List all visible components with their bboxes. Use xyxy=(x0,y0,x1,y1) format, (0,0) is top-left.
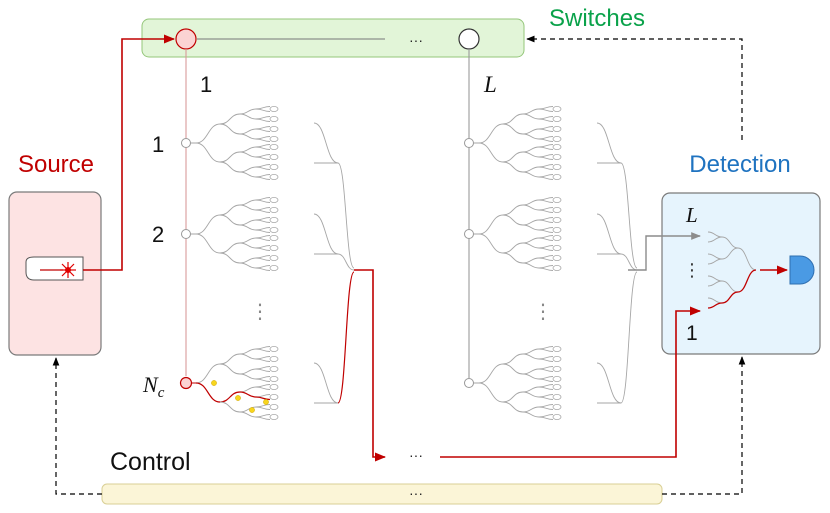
switch-bar xyxy=(141,18,525,58)
left-tree-array xyxy=(188,106,355,420)
detection-vdots: ⋮ xyxy=(683,260,701,280)
switch-1-label: 1 xyxy=(200,72,212,97)
control-label: Control xyxy=(110,448,191,476)
route-to-detection-line xyxy=(440,306,702,458)
laser-icon xyxy=(25,256,84,281)
control-bar xyxy=(101,483,663,505)
switches-label: Switches xyxy=(549,5,645,32)
left-port-2 xyxy=(181,229,191,239)
detection-box xyxy=(661,192,821,355)
switch-bar-dots: ··· xyxy=(409,32,423,48)
switch-L-label: L xyxy=(483,72,497,97)
switch-L xyxy=(458,28,480,50)
source-to-switch-line xyxy=(83,34,176,271)
source-label: Source xyxy=(18,151,94,178)
control-to-source-line xyxy=(52,357,102,495)
control-to-detection-line xyxy=(662,356,746,495)
port-2-label: 2 xyxy=(152,222,164,247)
port-1-label: 1 xyxy=(152,132,164,157)
detection-combiner-tree xyxy=(707,231,757,309)
port-nc-label: Nc xyxy=(142,372,165,401)
port-L-to-detection-line xyxy=(628,232,701,271)
left-port-nc xyxy=(179,376,193,390)
left-array-vdots: ⋮ xyxy=(250,301,270,323)
right-port-1 xyxy=(464,138,474,148)
switch-1 xyxy=(175,28,197,50)
detection-label: Detection xyxy=(689,151,790,178)
right-port-nc xyxy=(464,378,474,388)
detection-bottom-label: 1 xyxy=(686,322,698,345)
detector-icon xyxy=(789,255,815,285)
control-bar-dots: ··· xyxy=(409,485,423,501)
detection-to-switches-line xyxy=(526,35,743,140)
output-route-line xyxy=(354,269,387,462)
right-tree-array xyxy=(471,106,638,420)
bottom-route-dots: ··· xyxy=(409,447,423,463)
left-port-1 xyxy=(181,138,191,148)
right-port-2 xyxy=(464,229,474,239)
detection-top-label: L xyxy=(685,203,698,227)
right-array-vdots: ⋮ xyxy=(533,301,553,323)
